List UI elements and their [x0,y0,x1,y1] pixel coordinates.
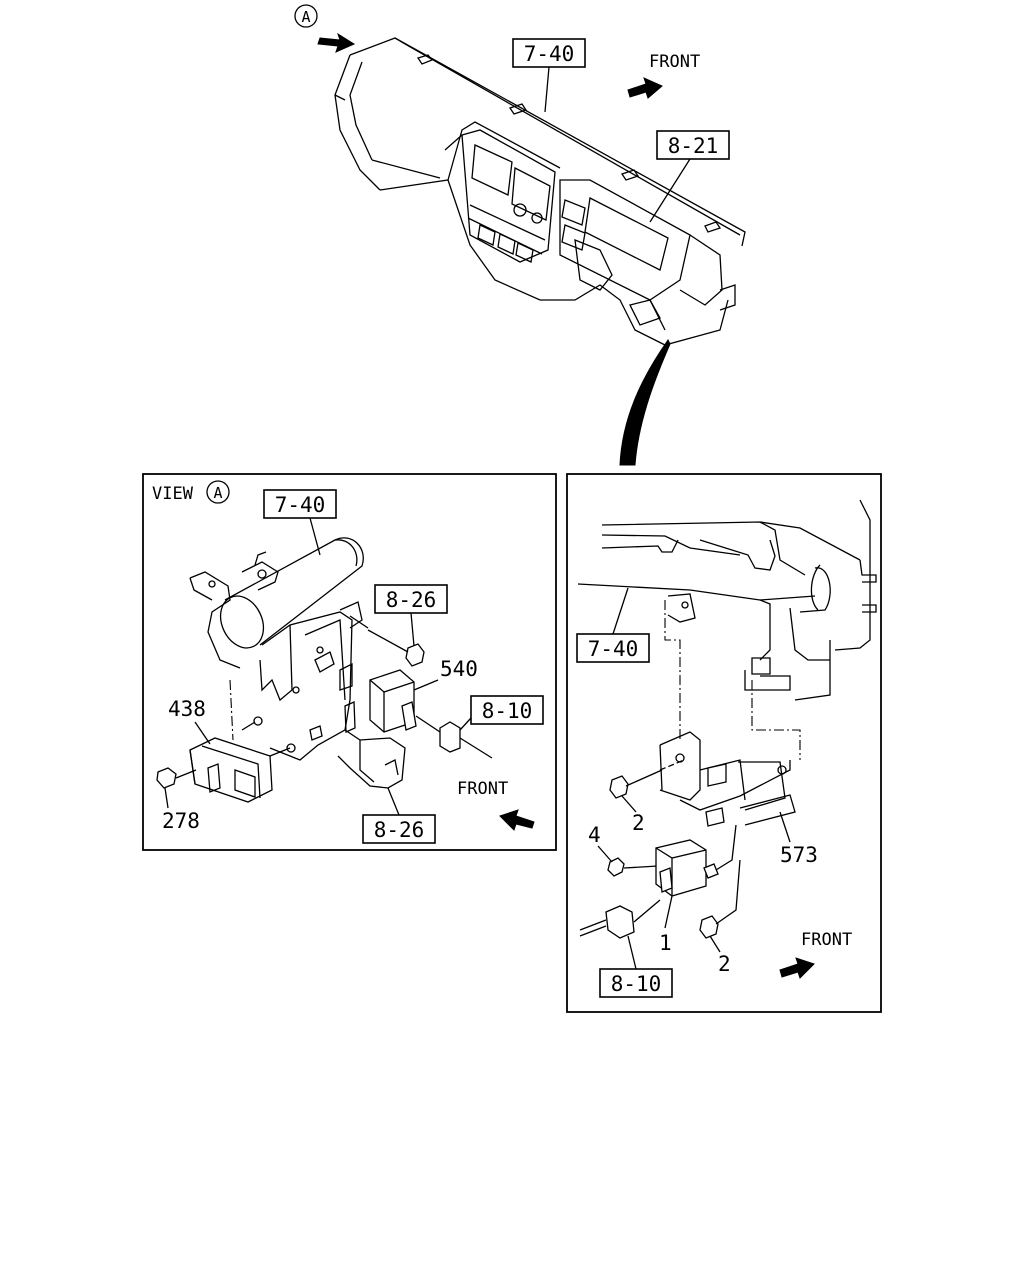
leader-7-40-left [309,517,321,556]
part-573-label: 573 [780,843,818,867]
view-a-marker [294,4,318,28]
leader-2-lower [709,935,721,953]
view-direction-arrow [317,32,356,53]
leader-8-10-left [459,717,472,731]
ref-7-40-left: 7-40 [275,493,326,517]
part-540-label: 540 [440,657,478,681]
leader-7-40-top [544,66,550,113]
ref-8-26-top: 8-26 [386,588,437,612]
ref-box-8-21 [656,130,730,160]
front-arrow-right [779,957,815,979]
ref-box-7-40-top [512,38,586,68]
part-2-upper-label: 2 [632,811,645,835]
ref-8-26-bottom: 8-26 [374,818,425,842]
leader-540 [413,679,439,691]
leader-278 [164,787,169,809]
leader-8-21 [649,158,691,223]
part-438-label: 438 [168,697,206,721]
front-arrow-top [627,77,663,99]
leader-1 [664,895,673,929]
leader-2-upper [621,795,637,813]
leader-573 [779,811,791,843]
front-label-top: FRONT [649,52,700,72]
leader-8-26-bottom [387,787,400,816]
view-a-label: A [301,8,310,26]
ref-7-40-top: 7-40 [524,42,575,66]
ref-7-40-right: 7-40 [588,637,639,661]
left-assembly [156,537,493,803]
ref-box-8-10-right [599,968,673,998]
part-278-label: 278 [162,809,200,833]
right-assembly [577,499,877,939]
view-title-marker [206,480,230,504]
front-label-left: FRONT [457,779,508,799]
ref-box-7-40-left [263,489,337,519]
view-title: VIEW [152,484,194,504]
right-detail-frame [566,473,882,1013]
ref-8-10-right: 8-10 [611,972,662,996]
left-detail-frame [142,473,557,851]
ref-8-10-left: 8-10 [482,699,533,723]
ref-box-7-40-right [576,633,650,663]
leader-4 [597,845,613,863]
front-label-right: FRONT [801,930,852,950]
dashboard-assembly [334,37,746,346]
part-1-label: 1 [659,931,672,955]
leader-8-26-top [410,612,415,647]
leader-438 [194,721,211,745]
leader-8-10-right [627,935,637,970]
ref-box-8-26-top [374,584,448,614]
detail-callout-arrow [619,339,671,466]
view-title-marker-label: A [213,484,222,502]
ref-box-8-10-left [470,695,544,725]
leader-7-40-right [612,587,629,635]
ref-8-21: 8-21 [668,134,719,158]
part-2-lower-label: 2 [718,952,731,976]
part-4-label: 4 [588,823,601,847]
front-arrow-left [499,809,535,831]
